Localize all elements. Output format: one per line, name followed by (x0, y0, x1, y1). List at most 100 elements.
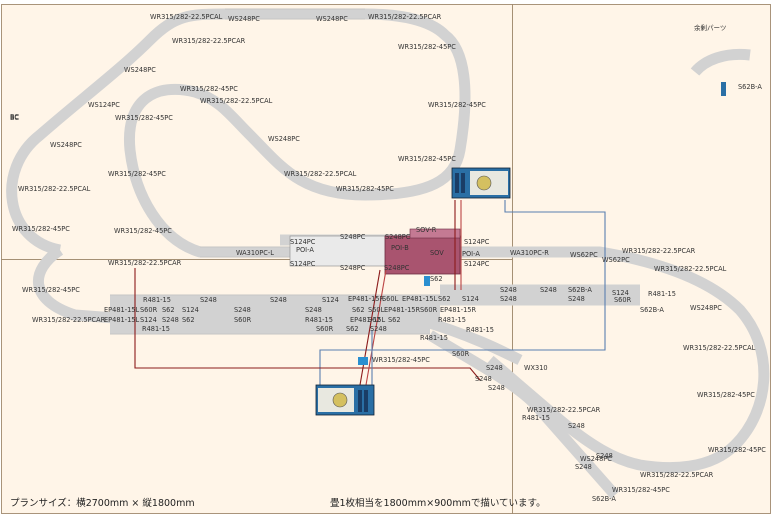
track-part-label: WS124PC (88, 101, 120, 109)
track-part-label: S248 (162, 316, 179, 324)
track-part-label: WR315/282-22.5PCAL (18, 185, 91, 193)
track-part-label: S248PC (385, 233, 411, 241)
track-part-label: WR315/282-22.5PCAL (683, 344, 756, 352)
controller-upper (451, 167, 511, 199)
track-part-label: WR315/282-45PC (336, 185, 394, 193)
track-part-label: S124PC (290, 238, 316, 246)
tatami-1 (1, 4, 513, 260)
track-part-label: WR315/282-45PC (108, 170, 166, 178)
track-part-label: WA310PC-R (510, 249, 549, 257)
track-part-label: EP481-15R (348, 295, 384, 303)
track-part-label: WX310 (524, 364, 548, 372)
track-part-label: S248 (500, 286, 517, 294)
track-part-label: POI-B (391, 244, 409, 252)
track-part-label: R481-15 (420, 334, 448, 342)
track-part-label: S124 (612, 289, 629, 297)
left-return-track (32, 245, 116, 324)
track-part-label: EP481-15R (440, 306, 476, 314)
track-part-label: S124 (182, 306, 199, 314)
track-part-label: WR315/282-45PC (398, 155, 456, 163)
track-part-label: S248 (486, 364, 503, 372)
track-part-label: S62 (182, 316, 195, 324)
track-part-label: S62B-A (568, 286, 592, 294)
track-part-label: WR315/282-22.5PCAR (32, 316, 106, 324)
track-part-label: WR315/282-22.5PCAL (284, 170, 357, 178)
track-part-label: S62B-A (640, 306, 664, 314)
track-part-label: SOV-R (416, 226, 437, 234)
track-part-label: R481-15 (466, 326, 494, 334)
track-part-label: WR315/282-45PC (180, 85, 238, 93)
spare-switch (721, 82, 726, 96)
track-part-label: WS62PC (570, 251, 598, 259)
track-part-label: S60R (234, 316, 252, 324)
track-part-label: S248 (500, 295, 517, 303)
track-part-label: WS248PC (228, 15, 260, 23)
wiring (134, 200, 606, 386)
track-part-label: WR315/282-22.5PCAL (654, 265, 727, 273)
station-platform (289, 235, 401, 267)
track-part-label: WR315/282-22.5PCAR (108, 259, 182, 267)
track-part-label: R481-15 (648, 290, 676, 298)
track-part-label: S248 (200, 296, 217, 304)
track-part-label: S248PC (340, 233, 366, 241)
track-part-label: S248 (488, 384, 505, 392)
track-part-label: S60R (452, 350, 470, 358)
controller-lower (315, 384, 375, 416)
track-part-label: POI-A (296, 246, 314, 254)
track-part-label: S248PC (340, 264, 366, 272)
track-part-labels: WR315/282-22.5PCAL WS248PC WS248PC WR315/28… (10, 13, 766, 503)
track-part-label: S124 (140, 316, 157, 324)
track-part-label: WR315/282-22.5PCAR (172, 37, 246, 45)
track-part-label: WR315/282-45PC (12, 225, 70, 233)
track-part-label: EP481-15L (350, 316, 385, 324)
track-part-label: S62B-A (592, 495, 616, 503)
sov-building (384, 235, 461, 275)
right-loop-track (460, 246, 770, 474)
track-part-label: WR315/282-45PC (708, 446, 766, 454)
track-part-label: S60R (316, 325, 334, 333)
switch-box-2 (358, 357, 368, 365)
track-part-label: S124PC (464, 238, 490, 246)
track-part-label: WR315/282-45PC (697, 391, 755, 399)
diagonal-track (418, 314, 523, 365)
track-part-label: S62 (438, 295, 451, 303)
track-part-label: S62 (368, 316, 381, 324)
track-part-label: S124PC (290, 260, 316, 268)
spare-curve (690, 48, 751, 76)
track-part-label: S248 (270, 296, 287, 304)
track-part-label: S248 (568, 422, 585, 430)
track-part-label: WR315/282-45PC (115, 114, 173, 122)
track-part-label: S62 (346, 325, 359, 333)
track-part-label: R481-15 (438, 316, 466, 324)
track-part-label: WS248PC (690, 304, 722, 312)
track-part-label: WA310PC-L (236, 249, 274, 257)
outer-loop-track (6, 8, 471, 258)
track-part-label: WR315/282-45PC (428, 101, 486, 109)
track-part-label: EP481-15L (104, 306, 139, 314)
track-part-label: WS62PC (602, 256, 630, 264)
track-part-label: WR315/282-45PC (612, 486, 670, 494)
track-part-label: SOV (430, 249, 444, 257)
track-part-label: BC (10, 114, 19, 122)
plan-size-note: プランサイズ：横2700mm × 縦1800mm (10, 497, 195, 509)
track-part-label: S248 (234, 306, 251, 314)
track-part-label: S248 (568, 295, 585, 303)
track-part-label: S60R (614, 296, 632, 304)
track-part-label: R481-15 (305, 316, 333, 324)
track-part-label: WS248PC (50, 141, 82, 149)
track-part-label: R481-15 (143, 296, 171, 304)
scale-note: 畳1枚相当を1800mm×900mmで描いています。 (330, 497, 546, 509)
track-part-label: EP481-15L (402, 295, 437, 303)
track-part-label: WR315/282-22.5PCAL (150, 13, 223, 21)
track-part-label: WS248PC (124, 66, 156, 74)
track-part-label: S60L (368, 306, 385, 314)
track-part-label: WR315/282-22.5PCAR (368, 13, 442, 21)
track-part-label: S62B-A (738, 83, 762, 91)
track-part-label: S124PC (464, 260, 490, 268)
track-part-label: S248 (575, 463, 592, 471)
track-part-label: WR315/282-45PC (22, 286, 80, 294)
track-part-label: S248PC (384, 264, 410, 272)
track-part-label: WR315/282-22.5PCAR (622, 247, 696, 255)
track-part-label: S60R (140, 306, 158, 314)
track-part-label: R481-15 (522, 414, 550, 422)
